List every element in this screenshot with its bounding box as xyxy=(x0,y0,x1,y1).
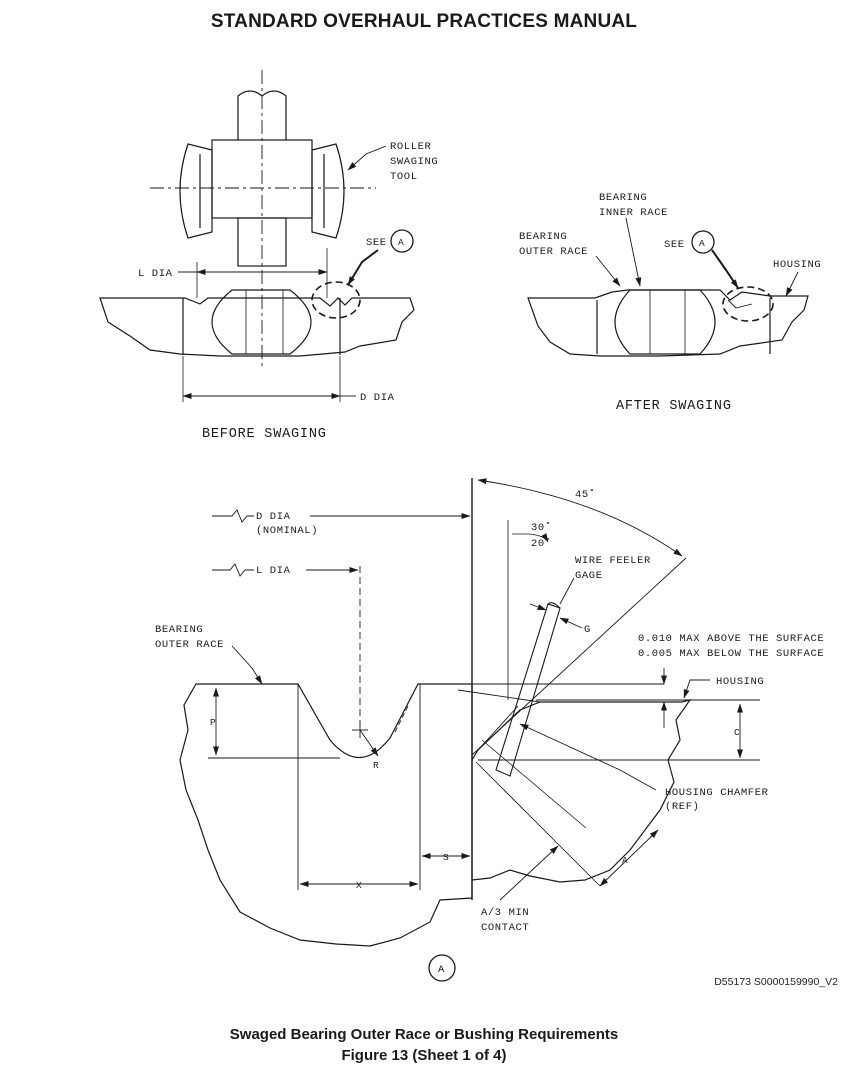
after-see-detail-letter: A xyxy=(699,238,705,249)
detail-nominal-label: (NOMINAL) xyxy=(256,525,318,537)
feeler-label-1: WIRE FEELER xyxy=(575,555,651,567)
inner-race-label-2: INNER RACE xyxy=(599,207,668,219)
roller-label-2: SWAGING xyxy=(390,156,438,168)
detail-a-letter: A xyxy=(438,964,445,976)
tool-stem xyxy=(237,217,287,267)
before-detail-circle xyxy=(311,281,361,319)
chamfer-label-1: HOUSING CHAMFER xyxy=(665,787,769,799)
angle-45-label: 45˚ xyxy=(575,488,596,501)
before-housing xyxy=(99,297,415,357)
after-swaging-caption: AFTER SWAGING xyxy=(616,399,732,414)
right-roller xyxy=(311,143,345,239)
contact-label-2: CONTACT xyxy=(481,922,529,934)
after-housing xyxy=(527,289,809,357)
before-bearing-ball xyxy=(211,289,312,355)
inner-race-label-1: BEARING xyxy=(599,192,647,204)
after-outer-race-label-2: OUTER RACE xyxy=(519,246,588,258)
p-label: P xyxy=(210,717,216,728)
angle-20-label: 20˚ xyxy=(531,537,552,550)
angle-30-20-arc xyxy=(512,533,549,543)
after-housing-label: HOUSING xyxy=(773,259,821,271)
before-labels: ROLLER SWAGING TOOL SEE A L DIA D DIA BE… xyxy=(138,141,438,442)
roller-label-3: TOOL xyxy=(390,171,418,183)
detail-d-dia-label: D DIA xyxy=(256,511,291,523)
detail-l-dia-label: L DIA xyxy=(256,565,291,577)
c-label: C xyxy=(734,727,740,738)
drawing-reference: D55173 S0000159990_V2 xyxy=(714,976,838,988)
angle-45-arc xyxy=(477,478,683,557)
contact-label-1: A/3 MIN xyxy=(481,907,529,919)
detail-a-view xyxy=(179,478,760,982)
angle-30-label: 30˚ xyxy=(531,521,552,534)
figure-number: Figure 13 (Sheet 1 of 4) xyxy=(341,1047,507,1064)
detail-outer-race-label-2: OUTER RACE xyxy=(155,639,224,651)
detail-outer-race-body xyxy=(179,683,473,947)
chamfer-label-2: (REF) xyxy=(665,801,700,813)
before-l-dia-label: L DIA xyxy=(138,268,173,280)
tolerance-above-label: 0.010 MAX ABOVE THE SURFACE xyxy=(638,633,824,645)
after-detail-circle xyxy=(722,286,774,322)
page-header: STANDARD OVERHAUL PRACTICES MANUAL xyxy=(210,11,638,32)
detail-a-circle xyxy=(428,954,456,982)
dim-contact-line xyxy=(499,845,559,901)
before-swaging-view xyxy=(99,70,415,402)
before-swaging-caption: BEFORE SWAGING xyxy=(202,427,327,442)
tolerance-below-label: 0.005 MAX BELOW THE SURFACE xyxy=(638,648,824,660)
detail-labels: D DIA (NOMINAL) L DIA 45˚ 30˚ 20˚ WIRE F… xyxy=(155,488,824,976)
x-label: X xyxy=(356,880,362,891)
r-label: R xyxy=(373,760,379,771)
before-see-label: SEE xyxy=(366,237,387,249)
after-see-label: SEE xyxy=(664,239,685,251)
detail-housing-body xyxy=(471,699,692,883)
before-see-detail-letter: A xyxy=(398,237,404,248)
after-outer-race-label-1: BEARING xyxy=(519,231,567,243)
dim-a-line xyxy=(599,829,659,887)
after-see-a-circle xyxy=(691,230,715,254)
tool-shaft xyxy=(237,90,287,140)
g-label: G xyxy=(584,624,591,636)
after-swaging-view xyxy=(527,217,809,357)
left-roller xyxy=(179,143,213,239)
roller-label-1: ROLLER xyxy=(390,141,432,153)
before-d-dia-label: D DIA xyxy=(360,392,395,404)
after-bearing-ball xyxy=(614,289,716,355)
after-labels: BEARING INNER RACE BEARING OUTER RACE SE… xyxy=(519,192,821,414)
detail-housing-label: HOUSING xyxy=(716,676,764,688)
dim-a-label: A xyxy=(622,855,628,866)
before-see-a-circle xyxy=(390,229,414,253)
feeler-label-2: GAGE xyxy=(575,570,603,582)
figure-title: Swaged Bearing Outer Race or Bushing Req… xyxy=(229,1026,619,1043)
detail-outer-race-label-1: BEARING xyxy=(155,624,203,636)
wire-feeler-gage xyxy=(495,603,561,777)
s-label: S xyxy=(443,852,449,863)
